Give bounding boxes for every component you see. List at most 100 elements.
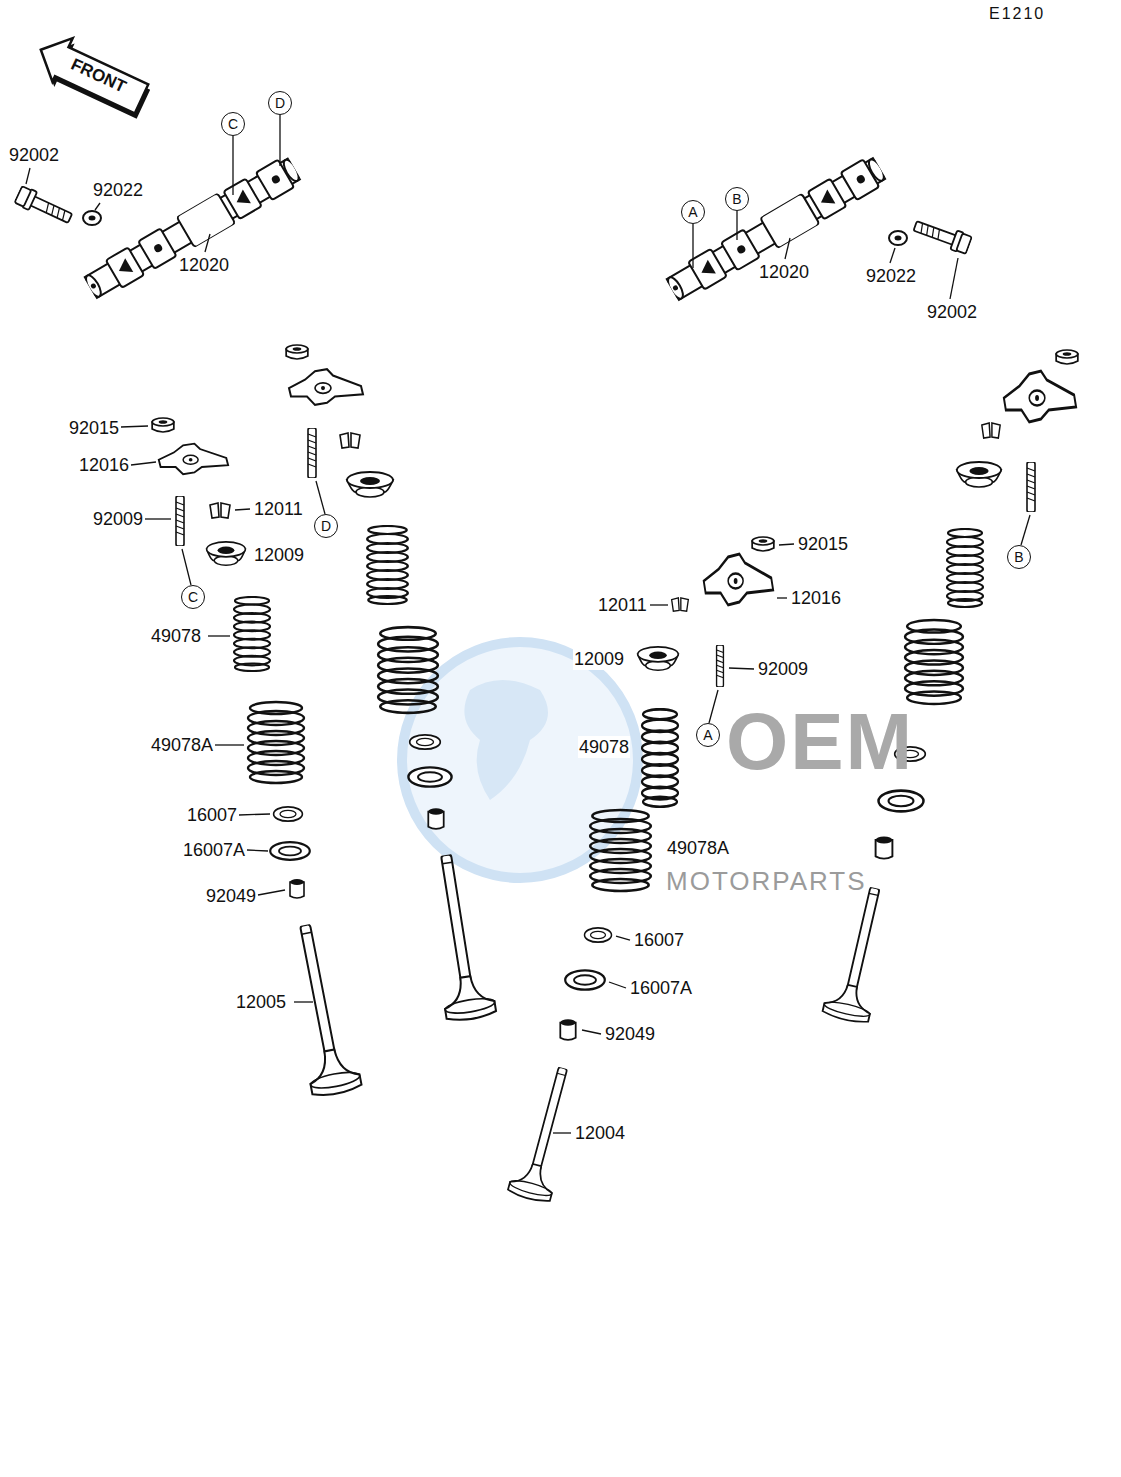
reference-letter: B	[1014, 549, 1023, 565]
callout-number: 92002	[8, 144, 60, 166]
valve-train-parts-part	[290, 879, 304, 898]
valve-train-parts-part	[274, 807, 303, 821]
callout-number: 12016	[78, 454, 130, 476]
callout-number: 49078A	[150, 734, 214, 756]
valve-train-parts-part	[248, 702, 304, 783]
bolts-washers-part	[83, 211, 101, 225]
diagram-code: E1210	[988, 3, 1046, 25]
leader-lines-part	[279, 115, 280, 166]
bolts-washers-part	[89, 216, 96, 221]
callout-number: 12011	[253, 498, 304, 520]
leader-lines-part	[247, 850, 268, 851]
valve-train-parts-part	[207, 542, 246, 565]
callout-number: 92009	[92, 508, 144, 530]
leader-lines-part	[650, 604, 668, 605]
callout-number: 12016	[790, 587, 842, 609]
leader-lines-part	[95, 203, 100, 210]
reference-letter: C	[188, 589, 198, 605]
leader-lines-part	[316, 481, 325, 514]
leader-lines-part	[182, 549, 191, 585]
leader-lines-part	[729, 668, 754, 669]
leader-lines-part	[692, 224, 693, 268]
reference-circle: D	[314, 514, 338, 538]
reference-letter: D	[275, 95, 285, 111]
valve-train-parts-part	[876, 837, 893, 859]
leader-lines-part	[215, 744, 244, 745]
valve-train-parts-part	[565, 970, 605, 989]
valve-train-parts-part	[340, 433, 360, 448]
valve-train-parts-part	[152, 418, 174, 432]
leader-lines-part	[890, 248, 895, 263]
callout-number: 92022	[92, 179, 144, 201]
leader-lines-part	[779, 544, 794, 545]
callout-number: 92022	[865, 265, 917, 287]
bolts-washers	[14, 185, 972, 255]
leader-lines-part	[239, 814, 270, 815]
callout-number: 16007A	[182, 839, 246, 861]
bolts-washers-part	[14, 185, 74, 227]
watermark-globe-part	[464, 680, 548, 800]
callout-number: 12009	[573, 648, 625, 670]
front-arrow-part	[31, 28, 153, 119]
reference-letter: D	[321, 518, 331, 534]
valve-train-parts-part	[378, 627, 438, 713]
valve-train-parts-part	[421, 851, 496, 1023]
valve-train-parts-part	[704, 554, 773, 605]
valve-train-parts-part	[638, 647, 678, 670]
reference-letter: A	[688, 204, 697, 220]
valve-train-parts-part	[286, 345, 308, 359]
leader-lines-part	[26, 168, 30, 184]
camshafts-part	[80, 152, 304, 304]
reference-circle: C	[221, 112, 245, 136]
callout-number: 49078A	[666, 837, 730, 859]
leader-lines-part	[553, 1132, 571, 1133]
bolts-washers-part	[912, 216, 972, 254]
reference-letter: A	[703, 727, 712, 743]
leader-lines-part	[258, 890, 285, 895]
callout-number: 12004	[574, 1122, 626, 1144]
leader-lines-part	[709, 690, 718, 723]
leader-lines-part	[294, 1001, 313, 1002]
leader-lines-part	[121, 426, 148, 427]
callout-number: 16007	[633, 929, 685, 951]
valve-train-parts-part	[957, 462, 1001, 487]
valve-train-parts-part	[347, 472, 393, 497]
callout-number: 92009	[757, 658, 809, 680]
reference-letter: B	[732, 191, 741, 207]
callout-number: 92015	[68, 417, 120, 439]
valve-train-parts-part	[367, 526, 408, 604]
callout-number: 92049	[205, 885, 257, 907]
leader-lines-part	[785, 238, 790, 259]
valve-train-parts-part	[176, 496, 184, 546]
valve-train-parts	[152, 345, 1078, 1204]
valve-train-parts-part	[270, 842, 310, 860]
valve-train-parts-part	[210, 503, 230, 518]
valve-train-parts-part	[590, 810, 651, 891]
valve-train-parts-part	[947, 529, 983, 607]
leader-lines-part	[131, 462, 156, 465]
leader-lines-part	[736, 211, 737, 240]
callout-number: 92015	[797, 533, 849, 555]
callout-number: 12009	[253, 544, 305, 566]
leader-lines-part	[777, 597, 787, 598]
valve-train-parts-part	[560, 1019, 575, 1040]
valve-train-parts-part	[982, 423, 1000, 438]
watermark-text: MOTORPARTS	[665, 866, 868, 896]
reference-circle: A	[696, 723, 720, 747]
leader-lines-part	[235, 509, 250, 510]
callout-number: 12020	[178, 254, 230, 276]
valve-train-parts-part	[672, 598, 689, 611]
leader-lines-part	[582, 1030, 601, 1034]
callout-number: 12020	[758, 261, 810, 283]
valve-train-parts-part	[1004, 371, 1076, 422]
callout-number: 92002	[926, 301, 978, 323]
valve-train-parts-part	[234, 597, 270, 671]
leader-lines-part	[616, 936, 630, 940]
callout-number: 12011	[597, 594, 648, 616]
valve-train-parts-part	[280, 920, 362, 1098]
valve-train-parts-part	[822, 883, 898, 1025]
valve-train-parts-part	[289, 369, 363, 405]
leader-lines-part	[1021, 515, 1030, 545]
leader-lines-part	[145, 518, 171, 519]
